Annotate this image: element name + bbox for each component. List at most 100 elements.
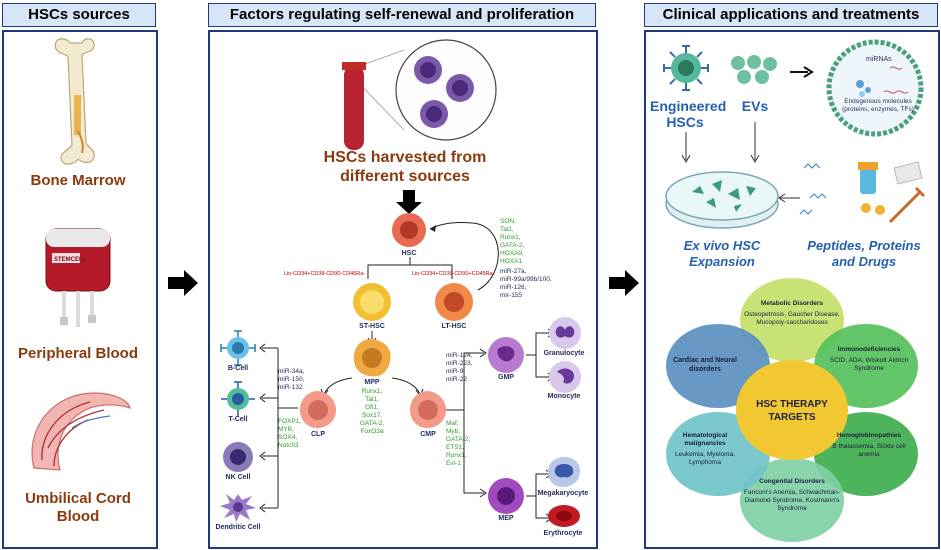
arrow-right-icon (609, 270, 639, 296)
cmp-mir-item: miR-124, (446, 352, 473, 359)
t-cell-label: T-Cell (228, 416, 248, 423)
mpp-factor: Sox17, (361, 412, 383, 419)
therapy-flower (666, 278, 918, 542)
monocyte-icon (549, 361, 581, 393)
cmp-factor: Myb, (446, 428, 461, 435)
cmp-branch-lines (446, 348, 487, 498)
t-cell-icon (221, 381, 255, 416)
evs-icon (731, 55, 777, 84)
petal-title: Immunodeficiencies (837, 346, 901, 353)
cmp-label: CMP (420, 431, 436, 438)
lt-hsc-label: LT-HSC (441, 323, 467, 330)
clp-mir: miR-34a, miR-150, miR-132 (278, 368, 304, 392)
blood-tube-icon (342, 39, 497, 150)
lt-markers: Lin-CD34+CD38-CD90+CD45Ra- (412, 271, 495, 277)
petal-metabolic: Metabolic Disorders Osteopetrosis, Gauch… (744, 300, 840, 327)
petal-title: Hematological malignancies (682, 432, 728, 447)
clp-factor: FOXP1, (278, 418, 302, 425)
umbilical-cord-blood-text: Umbilical Cord Blood (25, 490, 131, 525)
clp-factor: Notch3 (278, 442, 299, 449)
petal-hemoglobin: Hemoglobinopathies B thalassemia, Sickle… (826, 432, 912, 459)
arrow-right-icon (168, 270, 198, 296)
dendritic-cell-icon (220, 494, 256, 522)
mpp-factors: Runx1, Tal1, Gfi1, Sox17, GATA-2, FoxO3a (350, 388, 394, 436)
lt-mir: mir-155 (500, 292, 523, 299)
clp-label: CLP (311, 431, 325, 438)
cmp-factor: ETS1, (446, 444, 465, 451)
lt-factors-navy: miR-27a, miR-99a/99b/100, miR-126, mir-1… (500, 268, 552, 300)
cmp-factor: Evi-1 (446, 460, 461, 467)
factors-header: Factors regulating self-renewal and prol… (208, 3, 596, 27)
clp-mir-item: miR-34a, (278, 368, 305, 375)
nk-cell-icon (223, 442, 253, 472)
mpp-label: MPP (364, 379, 380, 386)
petri-dish-icon (665, 171, 779, 229)
erythrocyte-label: Erythrocyte (543, 530, 583, 537)
clp-factors: FOXP1, MYB, SOX4, Notch3 (278, 418, 301, 450)
engineered-label: Engineered HSCs (650, 98, 727, 130)
petal-title: Metabolic Disorders (760, 300, 824, 307)
lt-mir: miR-27a, (500, 268, 527, 275)
lt-factor: HOXA9, (500, 250, 524, 257)
st-markers: Lin-CD34+CD38-CD90-CD45Ra- (284, 271, 366, 277)
st-hsc-cell (353, 283, 391, 321)
lt-hsc-cell (435, 283, 473, 321)
granulocyte-label: Granulocyte (543, 350, 585, 357)
umbilical-cord-icon (31, 392, 131, 471)
lt-factor: HOXA1 (500, 258, 523, 265)
lt-factor: GATA-2, (500, 242, 525, 249)
clp-factor: SOX4, (278, 434, 298, 441)
evs-to-dish-arrow (750, 122, 760, 164)
b-cell-label: B-Cell (227, 365, 249, 372)
lt-factor: Tal1, (500, 226, 514, 233)
clp-factor: MYB, (278, 426, 294, 433)
lt-mir: miR-126, (500, 284, 527, 291)
mirnas-label: miRNAs (866, 56, 892, 63)
cmp-mir-item: miR-22 (446, 376, 467, 383)
petal-title: Hemoglobinopathies (836, 432, 902, 439)
cmp-factors: Maf, Myb, GATA-2, ETS1, Runx1, Evi-1 (446, 420, 470, 468)
therapy-petal (740, 458, 844, 542)
gmp-cell (488, 337, 524, 373)
engineered-to-dish-arrow (681, 132, 691, 164)
gmp-label: GMP (498, 374, 514, 381)
lt-factors-green: SON, Tal1, Runx1, GATA-2, HOXA9, HOXA1 (500, 218, 524, 266)
erythrocyte-icon (548, 505, 580, 527)
nk-cell-label: NK Cell (225, 474, 251, 481)
mep-label: MEP (498, 515, 514, 522)
hsc-branch-lines (367, 257, 453, 279)
exvivo-label: Ex vivo HSC Expansion (683, 238, 761, 269)
engineered-hsc-icon (663, 45, 709, 91)
clp-cell (300, 391, 336, 428)
petal-desc: SCID, ADA, Wiskott Aldrich Syndrome (829, 357, 909, 372)
petal-desc: Fanconi's Anemia, Schwachman-Diamond Syn… (744, 489, 840, 512)
cmp-mir-item: miR-223, (446, 360, 473, 367)
arrow-down-icon (396, 190, 422, 214)
dendritic-cell-label: Dendritic Cell (215, 524, 261, 531)
mep-cell (488, 478, 524, 514)
therapy-center (736, 360, 848, 460)
ev-vesicle-icon (826, 39, 924, 137)
lt-mir: miR-99a/99b/100, (500, 276, 552, 283)
evs-label: EVs (741, 98, 769, 114)
cmp-factor: Runx1, (446, 452, 467, 459)
petal-immuno: Immunodeficiencies SCID, ADA, Wiskott Al… (826, 346, 912, 373)
sources-header: HSCs sources (2, 3, 156, 27)
mpp-factor: Runx1, (361, 388, 383, 395)
cmp-cell (410, 391, 446, 428)
mpp-factor: Tal1, (365, 396, 379, 403)
bone-icon (54, 38, 95, 165)
petal-title: Cardiac and Neural disorders (673, 357, 737, 373)
arrow-right-icon (790, 66, 814, 78)
therapy-petal (740, 278, 844, 362)
drugs-to-dish-arrow (778, 193, 800, 203)
clp-mir-item: miR-132 (278, 384, 303, 391)
hsc-label: HSC (401, 250, 417, 257)
peptides-label: Peptides, Proteins and Drugs (807, 238, 921, 269)
self-renewal-loop (429, 222, 499, 291)
petal-desc: Leukemia, Myeloma, Lymphoma (675, 451, 735, 466)
b-cell-icon (220, 330, 256, 366)
petal-desc: B thalassemia, Sickle cell anemia (832, 443, 906, 458)
petal-cardiac: Cardiac and Neural disorders (662, 356, 748, 374)
st-hsc-label: ST-HSC (359, 323, 385, 330)
